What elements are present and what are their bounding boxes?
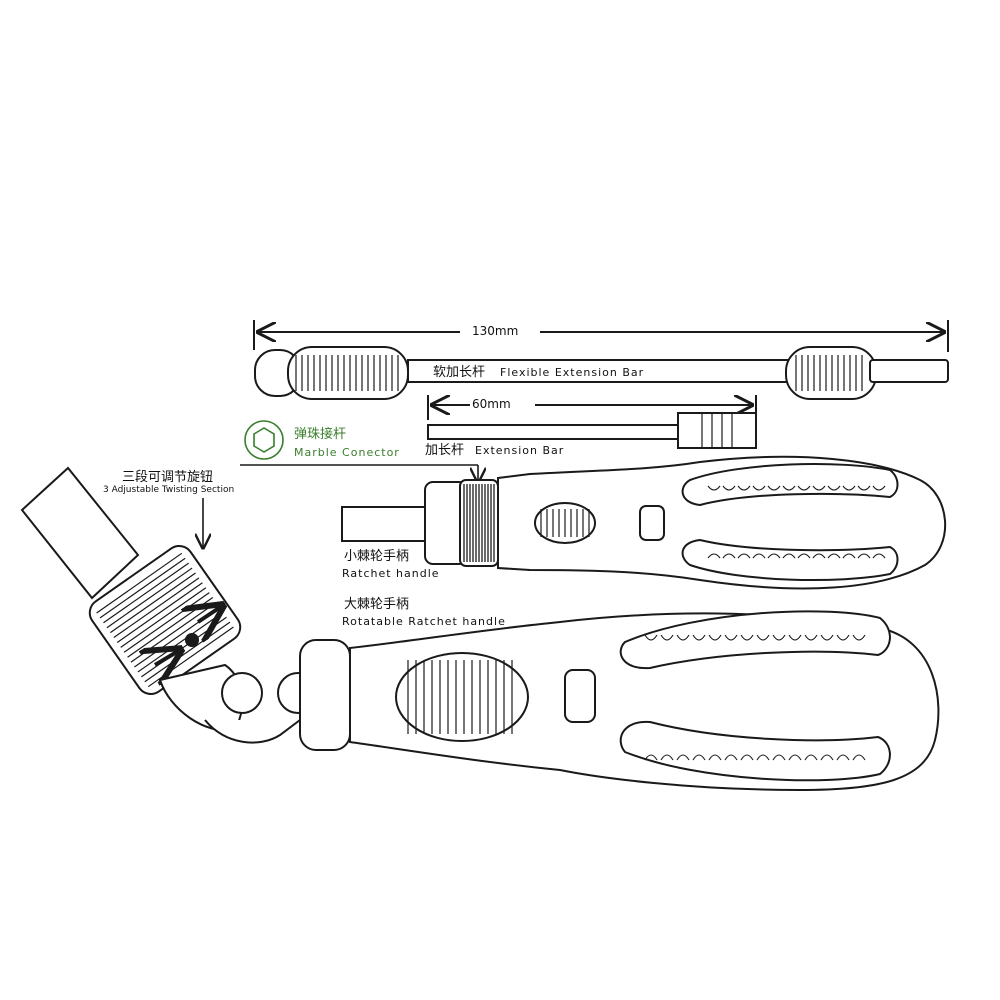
small-ratchet-label-zh: 小棘轮手柄	[344, 549, 410, 564]
large-ratchet-label-en: Rotatable Ratchet handle	[342, 615, 506, 628]
flexible-bar-label-zh: 软加长杆	[433, 365, 486, 380]
extension-bar-label-en: Extension Bar	[475, 444, 565, 457]
marble-connector-label-en: Marble Conector	[294, 446, 400, 459]
twisting-section-label-zh: 三段可调节旋钮	[122, 470, 214, 485]
extension-bar	[427, 395, 757, 449]
twisting-section-label-en: 3 Adjustable Twisting Section	[103, 485, 235, 495]
small-ratchet-label-en: Ratchet handle	[342, 567, 440, 580]
large-ratchet-handle	[20, 466, 940, 792]
small-ratchet-handle	[341, 455, 947, 590]
flexible-bar-label-en: Flexible Extension Bar	[500, 366, 645, 379]
flexible-bar-dimension: 130mm	[472, 324, 519, 338]
large-ratchet-label-zh: 大棘轮手柄	[344, 597, 410, 612]
extension-bar-label-zh: 加长杆	[425, 443, 465, 458]
flexible-extension-bar	[253, 320, 949, 400]
marble-connector-label-zh: 弹珠接杆	[294, 427, 347, 442]
extension-bar-dimension: 60mm	[472, 397, 511, 411]
marble-connector-icon	[244, 420, 284, 460]
